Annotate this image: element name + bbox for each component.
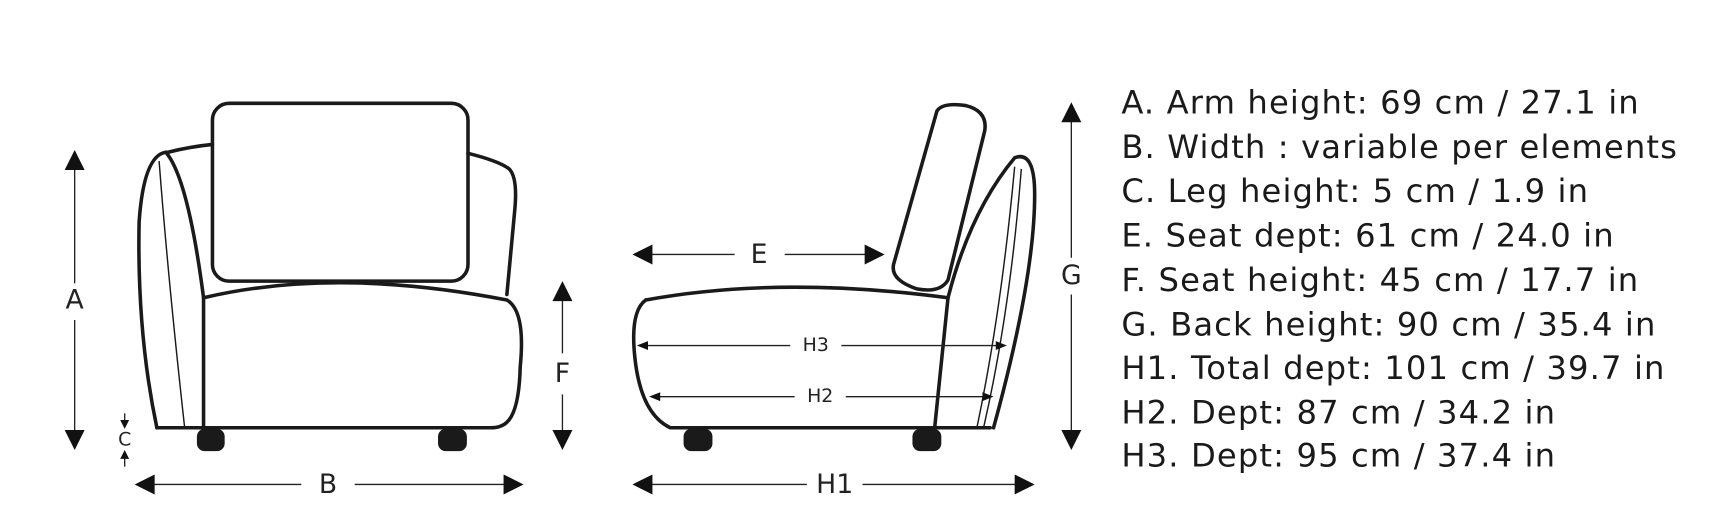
dimension-h1: H1: [632, 469, 1035, 500]
dimension-c: C: [118, 413, 131, 467]
spec-seat-depth: E. Seat dept: 61 cm / 24.0 in: [1121, 217, 1614, 255]
label-a: A: [66, 285, 85, 316]
label-g: G: [1061, 260, 1082, 291]
label-b: B: [319, 469, 337, 500]
dimension-h2: H2: [649, 385, 994, 407]
dimension-b: B: [134, 469, 524, 500]
spec-seat-height: F. Seat height: 45 cm / 17.7 in: [1121, 261, 1639, 299]
leg: [438, 428, 467, 452]
label-h3: H3: [803, 334, 829, 356]
spec-depth-h3: H3. Dept: 95 cm / 37.4 in: [1121, 437, 1556, 475]
side-view-chair: [631, 102, 1037, 452]
dimension-e: E: [632, 239, 885, 270]
spec-width: B. Width : variable per elements: [1121, 128, 1678, 166]
spec-total-depth: H1. Total dept: 101 cm / 39.7 in: [1121, 349, 1665, 387]
label-e: E: [751, 239, 768, 270]
label-h2: H2: [807, 385, 833, 407]
dimension-a: A: [64, 150, 85, 450]
label-c: C: [118, 429, 131, 451]
leg: [683, 428, 713, 452]
label-h1: H1: [816, 469, 853, 500]
front-view-chair: [137, 101, 524, 452]
leg: [196, 428, 225, 452]
spec-leg-height: C. Leg height: 5 cm / 1.9 in: [1121, 172, 1589, 210]
spec-depth-h2: H2. Dept: 87 cm / 34.2 in: [1121, 393, 1556, 431]
dimension-h3: H3: [636, 334, 1007, 356]
leg: [912, 428, 942, 452]
dimension-f: F: [552, 281, 573, 450]
dimension-g: G: [1061, 102, 1082, 450]
label-f: F: [555, 358, 570, 389]
spec-back-height: G. Back height: 90 cm / 35.4 in: [1121, 306, 1656, 344]
spec-arm-height: A. Arm height: 69 cm / 27.1 in: [1121, 83, 1639, 121]
back-cushion: [891, 102, 987, 292]
back-cushion: [210, 101, 470, 283]
spec-list: A. Arm height: 69 cm / 27.1 in B. Width …: [1121, 83, 1678, 475]
